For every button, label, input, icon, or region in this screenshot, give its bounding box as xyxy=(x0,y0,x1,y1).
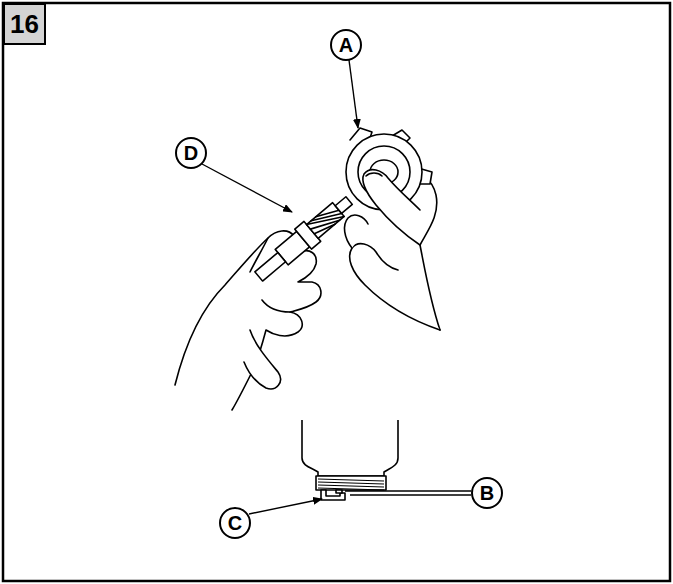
leader-lines xyxy=(202,60,471,514)
frame xyxy=(3,3,670,581)
figure-number-text: 16 xyxy=(10,11,39,37)
callout-letter: A xyxy=(330,29,362,61)
callout-letter: C xyxy=(219,507,251,539)
callout-text: C xyxy=(228,513,242,533)
spark-plug-closeup xyxy=(302,420,398,500)
callout-letter: D xyxy=(175,137,207,169)
hands-with-plug-and-cap xyxy=(175,128,440,410)
callout-text: B xyxy=(480,483,494,503)
figure-number: 16 xyxy=(3,3,46,45)
callout-text: A xyxy=(339,35,353,55)
callout-text: D xyxy=(184,143,198,163)
callout-letter: B xyxy=(471,477,503,509)
